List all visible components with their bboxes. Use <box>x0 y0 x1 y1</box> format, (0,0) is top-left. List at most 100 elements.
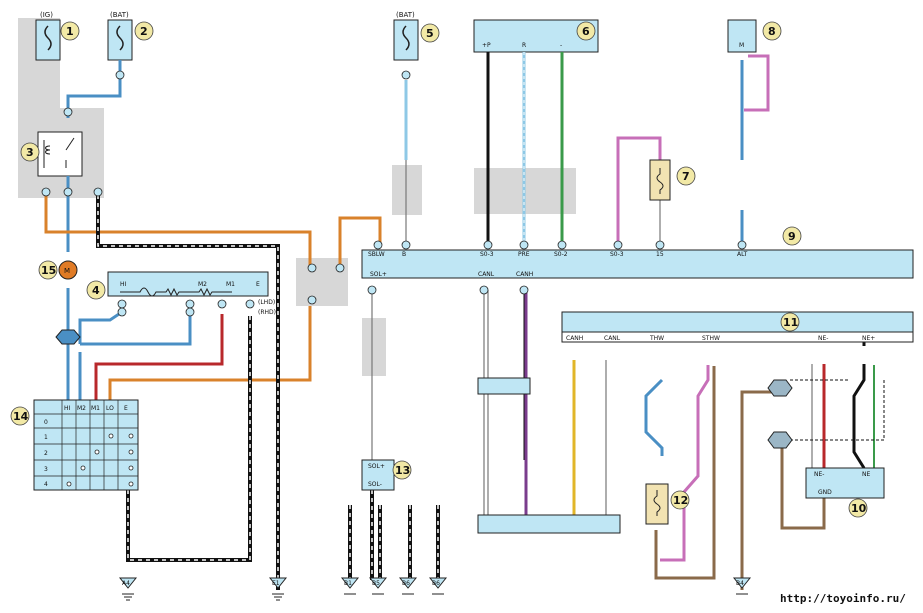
switch-14-grid <box>34 400 138 490</box>
unit-8-label: M <box>739 42 744 49</box>
switch-h-m2: M2 <box>77 405 86 412</box>
ground-symbols-icon <box>118 577 752 601</box>
switch-contacts-icon <box>66 433 134 487</box>
connector-shade-5 <box>392 165 422 215</box>
unit-10-gnd: GND <box>818 489 832 496</box>
marker-4: 4 <box>92 284 100 297</box>
unit-10-ne: NE <box>862 471 870 478</box>
switch-row-0: 0 <box>44 419 48 426</box>
ecu-9-b: B <box>402 251 406 258</box>
resistor-icon <box>120 287 232 297</box>
ecu-9-s02: S0-2 <box>554 251 568 258</box>
switch-h-hi: HI <box>64 405 71 412</box>
thermistor-7-icon <box>656 168 664 194</box>
switch-row-1: 1 <box>44 434 48 441</box>
ecm-11-ne-plus: NE+ <box>862 335 875 342</box>
ground-b4: B4 <box>736 580 744 587</box>
ground-b6b: B6 <box>432 580 440 587</box>
ground-b6: B6 <box>402 580 410 587</box>
ecu-9-s03b: S0-3 <box>610 251 624 258</box>
relay-3-box <box>37 131 83 177</box>
ground-b1: B1 <box>344 580 352 587</box>
ecm-11-thw: THW <box>649 335 664 342</box>
ground-b5: B5 <box>372 580 380 587</box>
marker-1: 1 <box>66 25 74 38</box>
splice-hex-icon <box>55 329 81 345</box>
unit-4-m1: M1 <box>226 281 235 288</box>
wires-grey <box>371 160 813 515</box>
motor-label: M <box>64 267 70 275</box>
unit-6-box <box>473 19 599 53</box>
ground-e1: E1 <box>272 580 280 587</box>
wires-striped <box>96 195 440 590</box>
marker-14: 14 <box>13 410 29 423</box>
ecm-11-canh: CANH <box>566 335 583 342</box>
watermark: http://toyoinfo.ru/ <box>780 592 906 605</box>
unit-4-rhd: (RHD) <box>258 309 276 316</box>
wires-lightblue <box>404 52 526 245</box>
ecu-9-sblw: SBLW <box>368 251 385 258</box>
ecu-9-sol: SOL+ <box>370 271 387 278</box>
ecm-11-pins <box>561 331 914 343</box>
connector-shade-13 <box>362 318 386 376</box>
unit-4-e: E <box>256 281 260 288</box>
relay-coil-icon <box>43 140 51 168</box>
fuse-5-label: (BAT) <box>396 11 415 19</box>
unit-8-box <box>727 19 757 53</box>
marker-10: 10 <box>851 502 867 515</box>
switch-row-4: 4 <box>44 481 48 488</box>
ecm-11-sthw: STHW <box>702 335 720 342</box>
ecu-9-canl: CANL <box>478 271 495 278</box>
unit-10-ne-minus: NE- <box>814 471 824 478</box>
ecu-9-canh: CANH <box>516 271 533 278</box>
thermistor-12-icon <box>653 490 661 516</box>
unit-6-pin-r: R <box>522 42 526 49</box>
switch-h-e: E <box>124 405 128 412</box>
marker-8: 8 <box>768 25 776 38</box>
switch-h-lo: LO <box>106 405 114 412</box>
ecu-9-pre: PRE <box>518 251 530 258</box>
ecu-9-s03: S0-3 <box>480 251 494 258</box>
wires-orange <box>44 195 382 400</box>
unit-13-sol-minus: SOL- <box>368 481 382 488</box>
ecu-9-15: 15 <box>656 251 664 258</box>
ecm-11-ne-minus: NE- <box>818 335 828 342</box>
unit-4-hi: HI <box>120 281 127 288</box>
pin-circles-icon <box>41 70 747 317</box>
marker-2: 2 <box>140 25 148 38</box>
switch-row-2: 2 <box>44 450 48 457</box>
ecu-9-box <box>361 249 914 279</box>
switch-14-box <box>33 399 139 491</box>
marker-3: 3 <box>26 146 34 159</box>
unit-6-pin-m: - <box>560 42 562 49</box>
wires-brown <box>654 366 826 590</box>
marker-12: 12 <box>673 494 688 507</box>
motor-icon <box>58 260 78 280</box>
unit-6-pin-p: +P <box>482 42 491 49</box>
shield-hex-upper-icon <box>767 379 793 397</box>
thermistor-7-box <box>649 159 671 201</box>
unit-13-sol-plus: SOL+ <box>368 463 385 470</box>
fuse-5-icon <box>402 25 410 51</box>
ecu-9-alt: ALT <box>737 251 748 258</box>
marker-11: 11 <box>783 316 798 329</box>
marker-15: 15 <box>41 264 56 277</box>
ecm-11-box <box>561 311 914 333</box>
wires-pink <box>616 54 770 562</box>
callout-circles <box>10 21 868 518</box>
unit-4-m2: M2 <box>198 281 207 288</box>
relay-contact-icon <box>65 137 75 168</box>
wires-red <box>94 314 826 468</box>
unit-10-box <box>805 467 885 499</box>
connector-bar-15 <box>477 377 531 395</box>
marker-5: 5 <box>426 27 434 40</box>
connector-bar-bottom <box>477 514 621 534</box>
unit-4-lhd: (LHD) <box>258 299 275 306</box>
switch-h-m1: M1 <box>91 405 100 412</box>
marker-9: 9 <box>788 230 796 243</box>
fuse-2-label: (BAT) <box>110 11 129 19</box>
marker-7: 7 <box>682 170 690 183</box>
ground-a4: A4 <box>122 580 130 587</box>
